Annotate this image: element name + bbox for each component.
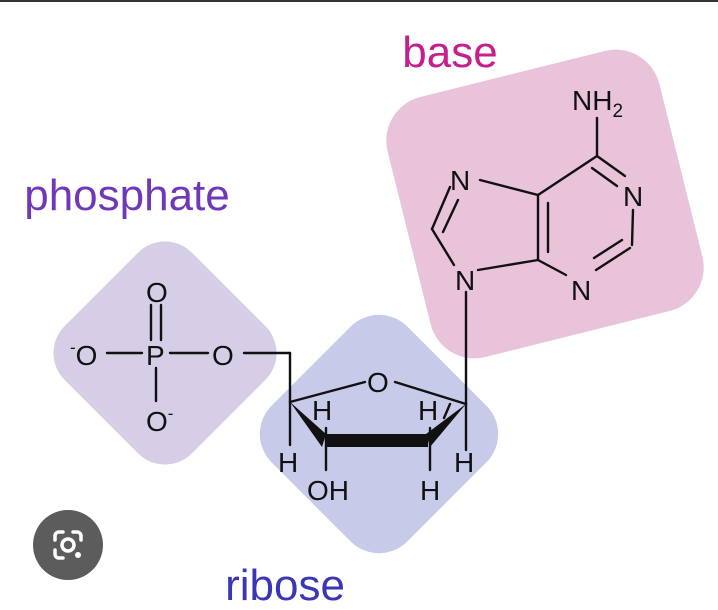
- phosphate-label: phosphate: [24, 171, 230, 220]
- ribose-bold-bond: [326, 434, 428, 447]
- n9-label: N: [455, 265, 475, 296]
- ribose-label: ribose: [225, 561, 345, 610]
- c1-hydrogen-up-label: H: [418, 395, 438, 426]
- ribose-wedge-right: [426, 404, 466, 447]
- base-region-box: [386, 49, 704, 359]
- phosphate-left-o-label: -O: [70, 338, 97, 371]
- phosphate-bonds: [105, 303, 210, 403]
- hydroxyl-label: OH: [307, 475, 349, 506]
- phosphate-region-box: [53, 241, 277, 465]
- ring-oxygen-label: O: [367, 367, 389, 398]
- c2-hydrogen-down-label: H: [420, 475, 440, 506]
- phosphate-double-o-label: O: [146, 277, 168, 308]
- phosphate-ester-o-label: O: [212, 340, 234, 371]
- base-label: base: [402, 28, 497, 77]
- n1-label: N: [623, 181, 643, 212]
- nh2-label: NH2: [572, 85, 623, 122]
- c4-hydrogen-down-label: H: [278, 447, 298, 478]
- phosphorus-label: P: [146, 340, 165, 371]
- ribose-wedge-left: [290, 402, 326, 447]
- ribose-bonds: [242, 351, 468, 472]
- phosphate-bottom-o-label: O-: [146, 404, 173, 437]
- top-border: [0, 0, 718, 2]
- c1-hydrogen-down-label: H: [454, 447, 474, 478]
- c4-hydrogen-up-label: H: [312, 395, 332, 426]
- google-lens-button[interactable]: [33, 510, 103, 580]
- n7-label: N: [450, 165, 470, 196]
- n3-label: N: [571, 275, 591, 306]
- adenine-bonds: [430, 116, 635, 406]
- google-lens-icon: [53, 530, 83, 560]
